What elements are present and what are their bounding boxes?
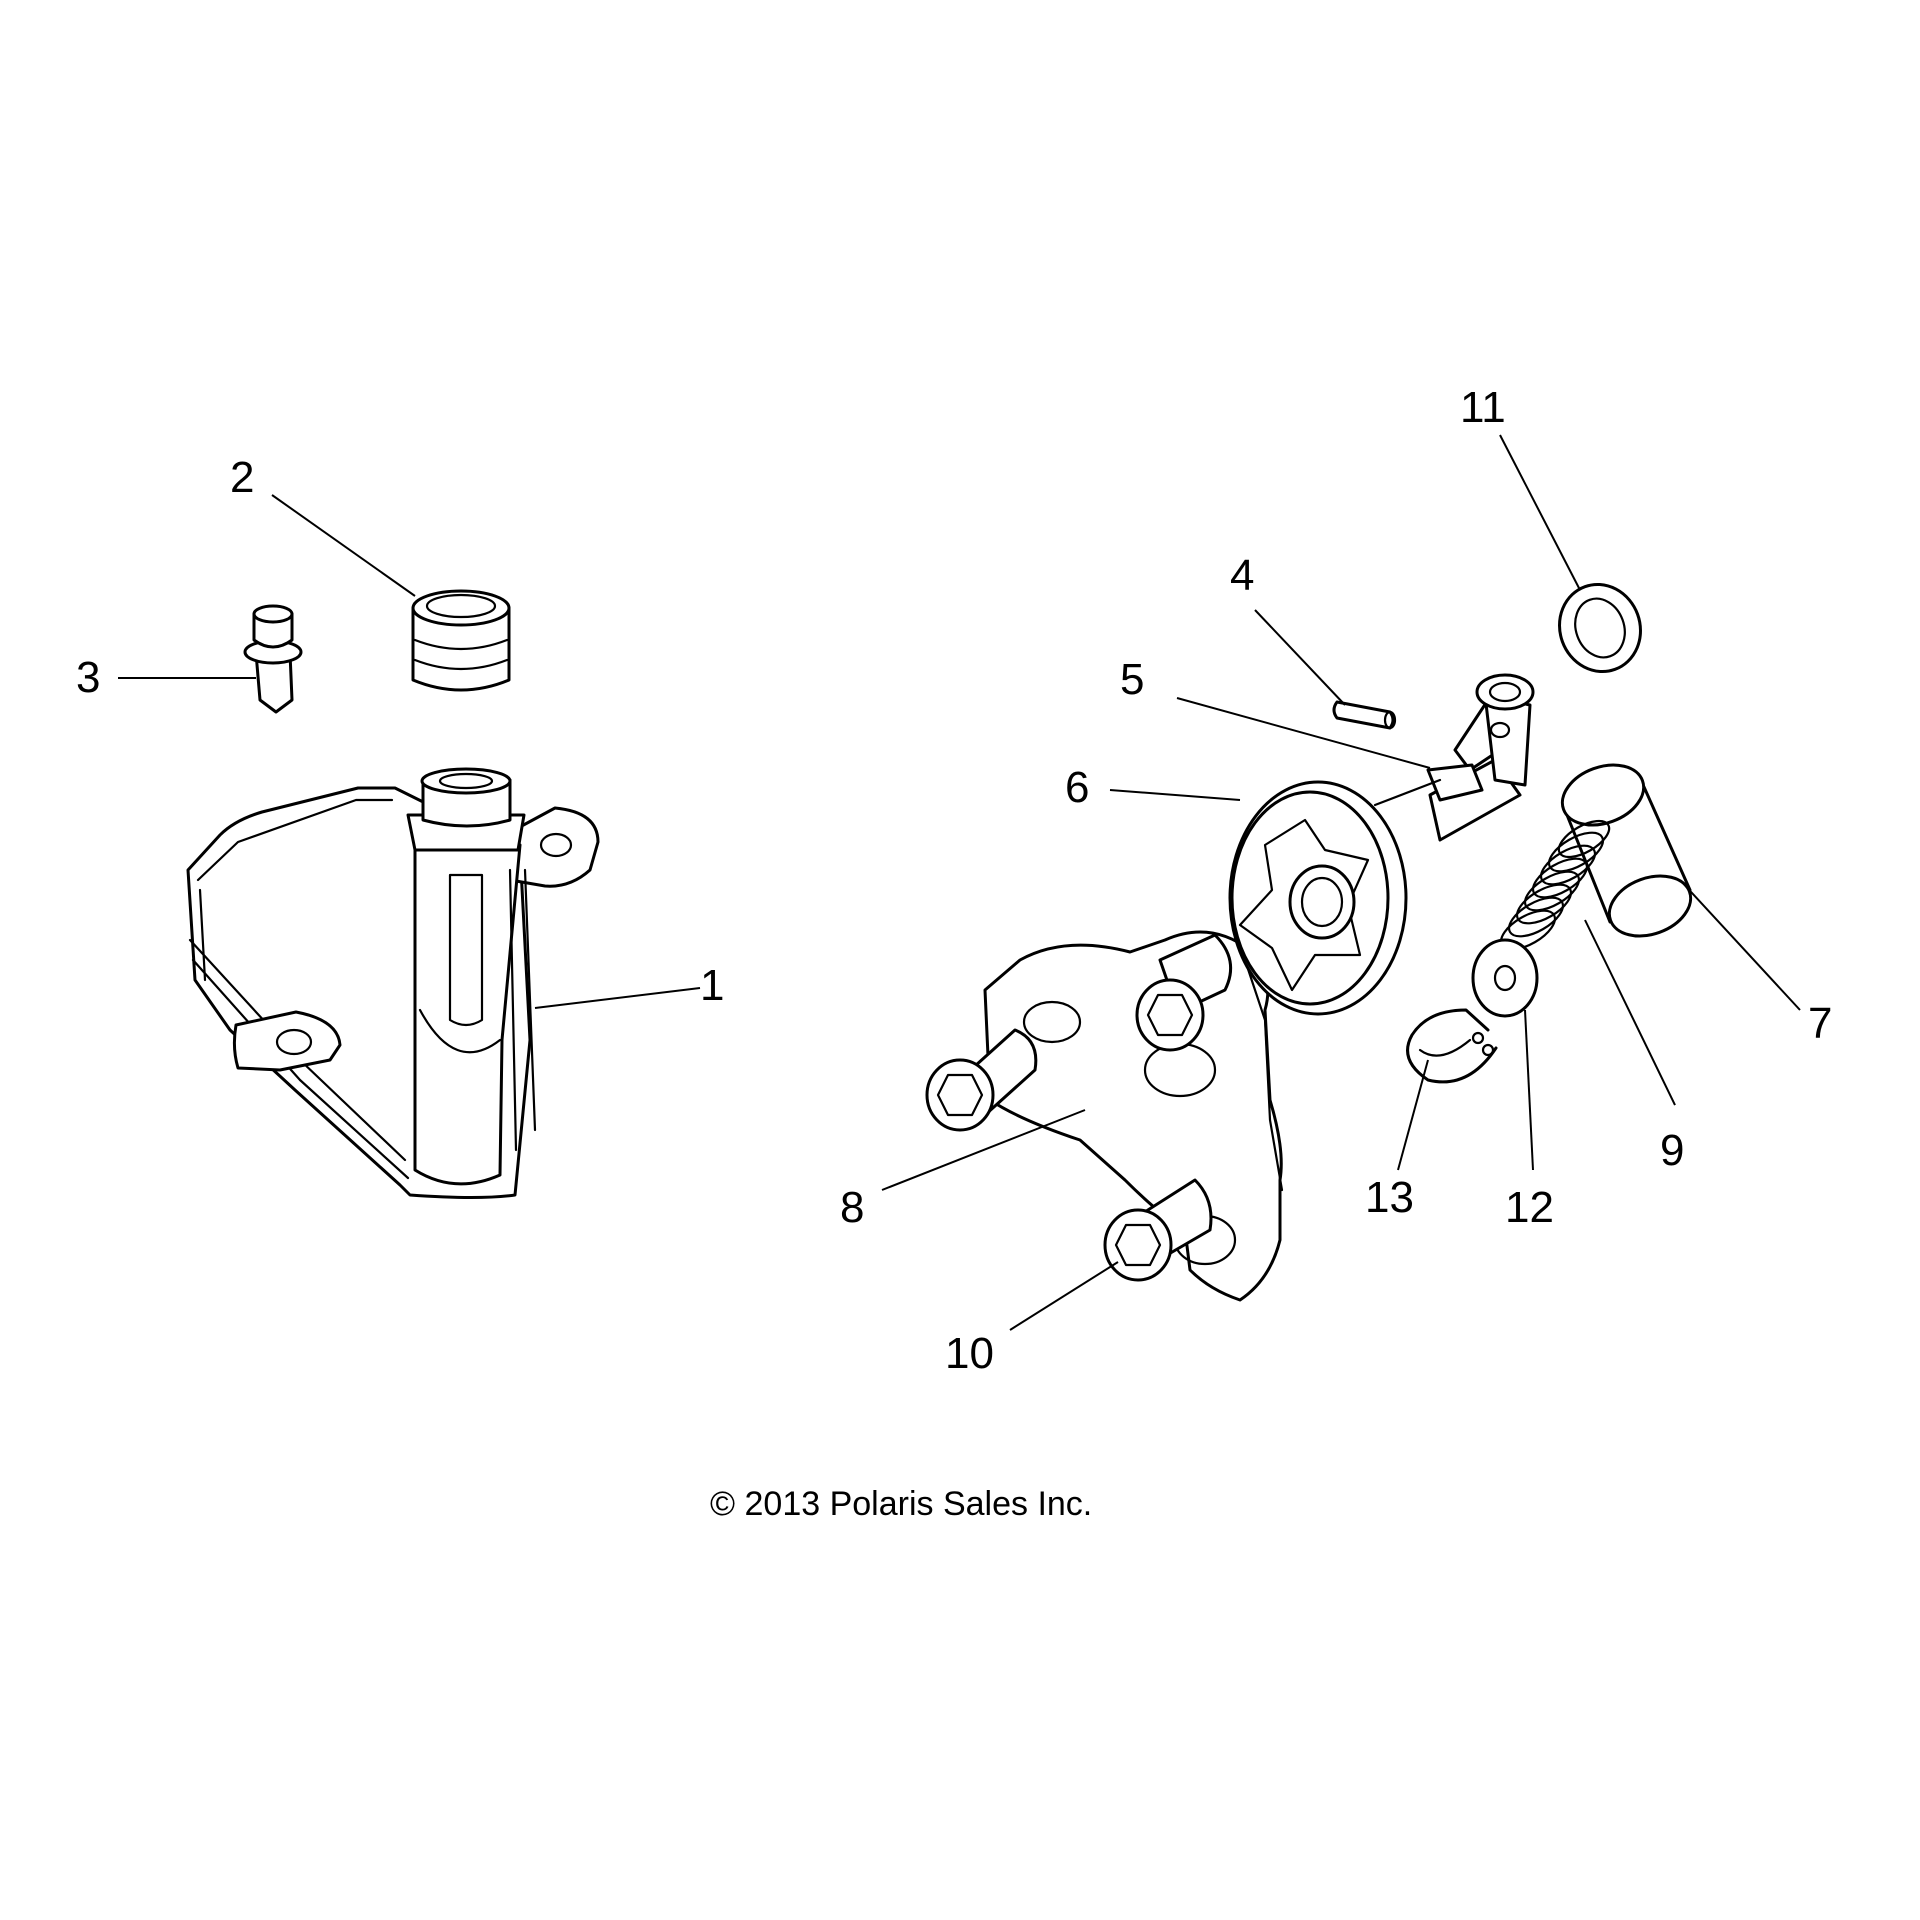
- part-2-plug: [411, 589, 511, 692]
- leader-12: [1524, 1009, 1534, 1171]
- part-3-flange-bolt: [243, 604, 303, 714]
- callout-1: 1: [700, 961, 724, 1010]
- callout-10: 10: [945, 1329, 994, 1378]
- callout-13: 13: [1365, 1173, 1414, 1222]
- part-6-pump-rotor: [1228, 780, 1408, 1016]
- leader-lines: [118, 434, 1801, 1331]
- part-11-washer: [1558, 582, 1642, 674]
- leader-7: [1679, 879, 1801, 1011]
- callout-7: 7: [1808, 999, 1832, 1048]
- part-7-relief-plunger: [1560, 763, 1693, 938]
- leader-13: [1397, 1059, 1429, 1171]
- callout-4: 4: [1230, 551, 1254, 600]
- part-12-flat-washer: [1471, 938, 1539, 1018]
- callout-2: 2: [230, 453, 254, 502]
- part-13-retaining-clip: [1406, 1008, 1498, 1084]
- callout-11: 11: [1460, 383, 1506, 432]
- part-4-pin: [1332, 700, 1397, 730]
- callout-3: 3: [76, 653, 100, 702]
- callout-5: 5: [1120, 655, 1144, 704]
- leader-9: [1584, 919, 1676, 1106]
- callout-6: 6: [1065, 763, 1089, 812]
- callout-9: 9: [1660, 1126, 1684, 1175]
- leader-6: [1109, 789, 1241, 801]
- leader-2: [271, 494, 416, 597]
- leader-11: [1499, 434, 1581, 591]
- callout-12: 12: [1505, 1183, 1554, 1232]
- leader-1: [534, 987, 701, 1009]
- part-10-cap-screws: [925, 933, 1233, 1282]
- leader-4: [1254, 609, 1346, 706]
- leader-5: [1176, 697, 1431, 769]
- leader-8: [881, 1109, 1086, 1191]
- callout-labels: 1 2 3 4 5 6 7 8 9 10 11 12 13: [76, 383, 1832, 1378]
- callout-8: 8: [840, 1183, 864, 1232]
- copyright-text: © 2013 Polaris Sales Inc.: [710, 1485, 1092, 1523]
- part-5-drive-shaft: [1373, 673, 1535, 842]
- leader-10: [1009, 1261, 1119, 1331]
- part-1-oil-strainer: [186, 767, 600, 1199]
